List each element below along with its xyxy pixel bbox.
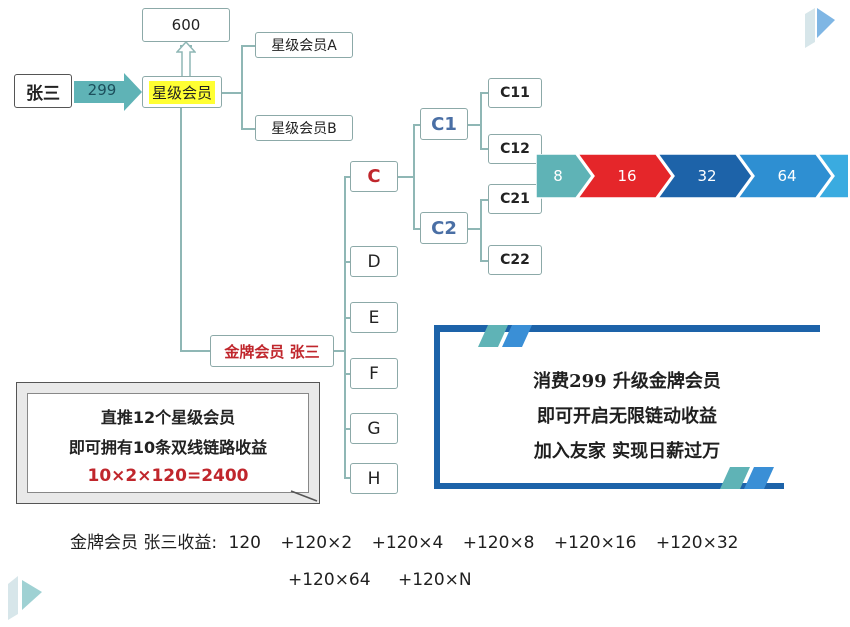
- star-member-b-box: 星级会员B: [255, 115, 353, 141]
- right-card-line2: 即可开启无限链动收益: [537, 406, 717, 427]
- connector: [344, 176, 346, 478]
- node-c11: C11: [488, 78, 542, 108]
- right-card-bottom-bar: [434, 483, 784, 489]
- chain-chevron: [536, 154, 593, 199]
- income-row-1: 金牌会员 张三收益: 120 +120×2 +120×4 +120×8 +120…: [70, 528, 738, 553]
- connector: [413, 228, 421, 230]
- left-card: 直推12个星级会员 即可拥有10条双线链路收益 10×2×120=2400: [16, 382, 320, 504]
- page-fold-icon: [290, 490, 318, 502]
- connector: [241, 45, 255, 47]
- income-term: +120×8: [462, 533, 535, 553]
- chain-chevron: [736, 154, 833, 199]
- income-label: 金牌会员 张三收益:: [70, 533, 218, 553]
- connector: [480, 199, 482, 261]
- gold-member-box: 金牌会员 张三: [210, 335, 334, 367]
- connector: [398, 176, 414, 178]
- income-term: +120×2: [280, 533, 353, 553]
- income-term: +120×32: [655, 533, 739, 553]
- connector: [480, 92, 488, 94]
- node-e: E: [350, 302, 398, 333]
- connector: [344, 428, 352, 430]
- fee-arrow-icon: [74, 73, 142, 111]
- connector: [344, 317, 352, 319]
- left-card-line3: 10×2×120=2400: [87, 466, 249, 486]
- stripe-decoration-top: [478, 325, 532, 347]
- node-c21: C21: [488, 184, 542, 214]
- chain-chevron-label: 32: [697, 167, 716, 185]
- corner-decoration-bottom-left: [8, 576, 42, 620]
- connector: [467, 124, 481, 126]
- connector: [241, 128, 255, 130]
- node-f: F: [350, 358, 398, 389]
- income-term: 120: [228, 533, 261, 553]
- income-row-2: +120×64 +120×N: [288, 570, 472, 590]
- person-name-box: 张三: [14, 74, 72, 108]
- connector: [344, 373, 352, 375]
- connector: [333, 350, 345, 352]
- star-member-label: 星级会员: [148, 80, 215, 104]
- node-h: H: [350, 463, 398, 494]
- connector: [344, 176, 352, 178]
- income-term: +120×64: [288, 570, 371, 590]
- corner-decoration-top-right: [805, 8, 835, 48]
- connector: [480, 260, 488, 262]
- left-card-inner: 直推12个星级会员 即可拥有10条双线链路收益 10×2×120=2400: [27, 393, 309, 493]
- connector: [480, 92, 482, 149]
- star-member-a-box: 星级会员A: [255, 32, 353, 58]
- right-card: 消费299 升级金牌会员 即可开启无限链动收益 加入友家 实现日薪过万: [434, 325, 820, 489]
- right-card-top-bar: [434, 325, 820, 332]
- node-c1: C1: [420, 108, 468, 140]
- connector: [413, 124, 421, 126]
- connector: [180, 350, 212, 352]
- right-card-line3: 加入友家 实现日薪过万: [533, 441, 721, 462]
- star-member-box: 星级会员: [142, 76, 222, 108]
- node-c22: C22: [488, 245, 542, 275]
- chain-chevron-label: 64: [777, 167, 796, 185]
- connector: [344, 261, 352, 263]
- left-card-line1: 直推12个星级会员: [100, 408, 236, 427]
- node-d: D: [350, 246, 398, 277]
- connector: [241, 45, 243, 130]
- right-card-line1: 消费299 升级金牌会员: [533, 371, 721, 392]
- left-card-line2: 即可拥有10条双线链路收益: [68, 438, 268, 457]
- connector: [222, 92, 242, 94]
- node-g: G: [350, 413, 398, 444]
- connector: [480, 148, 488, 150]
- connector: [480, 199, 488, 201]
- stripe-decoration-bottom: [720, 467, 774, 489]
- connector: [344, 477, 352, 479]
- right-card-left-bar: [434, 325, 440, 489]
- chain-chevron-label: 16: [617, 167, 636, 185]
- connector: [467, 228, 481, 230]
- income-term: +120×4: [371, 533, 444, 553]
- connector: [413, 124, 415, 229]
- chain-chevron: [656, 154, 753, 199]
- node-c12: C12: [488, 134, 542, 164]
- node-c2: C2: [420, 212, 468, 244]
- chain-arrows: 8163264N: [536, 154, 848, 199]
- chain-chevron-label: 8: [553, 167, 563, 185]
- chain-chevron: [576, 154, 673, 199]
- fee-label: 299: [87, 81, 117, 99]
- top-value-box: 600: [142, 8, 230, 42]
- node-c: C: [350, 161, 398, 192]
- income-term: +120×N: [397, 570, 472, 590]
- chain-chevron: [816, 154, 848, 199]
- connector: [180, 108, 182, 351]
- arrow-up-icon: [176, 42, 196, 78]
- income-term: +120×16: [553, 533, 637, 553]
